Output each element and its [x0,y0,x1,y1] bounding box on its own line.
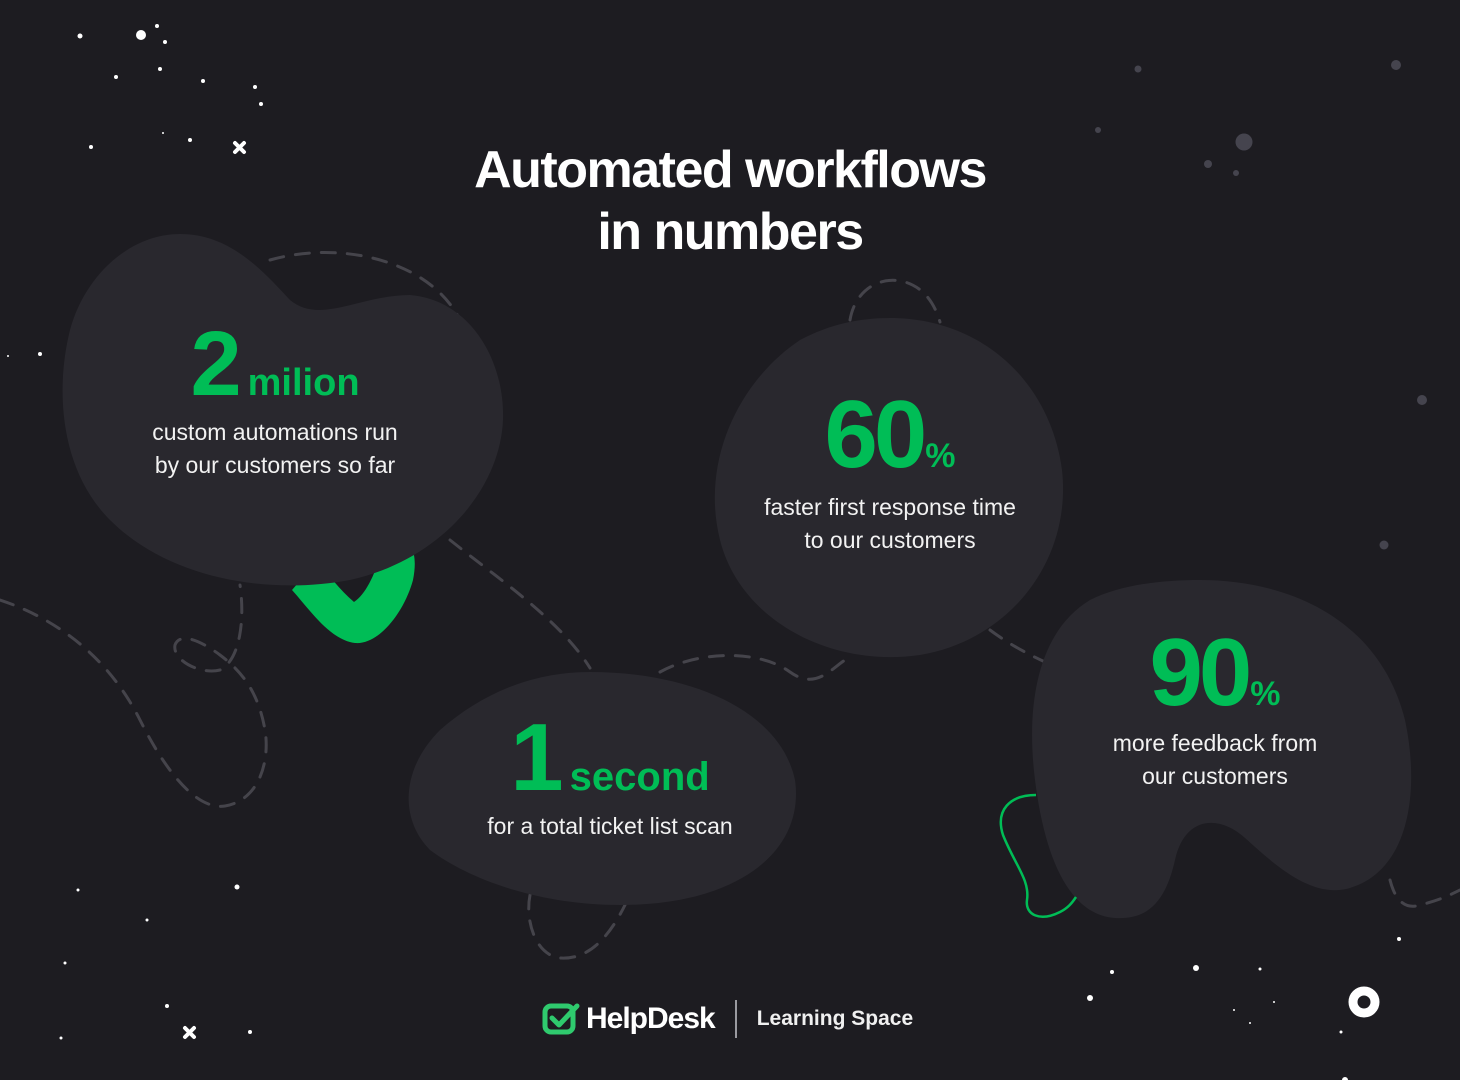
stat-description-line: our customers [1142,763,1288,789]
stat-description-line: for a total ticket list scan [487,813,733,839]
footer-branding: HelpDesk Learning Space [542,998,913,1040]
stat-description: custom automations run by our customers … [100,416,450,482]
blob-2 [714,318,1064,658]
page-title: Automated workflows in numbers [0,139,1460,263]
sub-brand-name: Learning Space [756,1007,914,1030]
stat-description: more feedback from our customers [1060,727,1370,793]
blob-4 [1032,580,1412,919]
cross-stars [183,141,246,1039]
blobs [62,234,1412,919]
stat-description-line: more feedback from [1112,730,1318,756]
blob-3 [408,672,797,905]
stat-value: 60% [730,385,1050,485]
stat-unit: milion [247,362,360,404]
stat-description-line: custom automations run [152,419,398,445]
stat-number: 90 [1149,619,1252,726]
stat-description-line: faster first response time [764,494,1016,520]
stat-feedback: 90% more feedback from our customers [1060,625,1370,793]
title-line-1: Automated workflows [474,140,987,199]
blob-1 [62,234,504,586]
stat-unit: % [925,437,956,475]
stat-number: 1 [510,704,563,811]
stat-unit: second [569,755,710,799]
stat-description-line: to our customers [804,527,976,553]
green-squiggle [999,793,1078,918]
check-square-icon [542,1003,580,1035]
stat-value: 90% [1060,625,1370,721]
muted-dots [1095,60,1427,550]
stars [7,24,1401,1080]
stat-response-time: 60% faster first response time to our cu… [730,385,1050,557]
stat-number: 60 [824,381,927,488]
brand-name: HelpDesk [586,1002,716,1035]
footer-divider [734,1000,737,1038]
title-line-2: in numbers [597,202,864,261]
dashed-paths [0,251,1460,960]
stat-number: 2 [190,313,241,415]
stat-description-line: by our customers so far [154,452,396,478]
stat-unit: % [1250,675,1281,713]
ring-decoration [1348,986,1380,1018]
stat-description: faster first response time to our custom… [730,491,1050,557]
stat-description: for a total ticket list scan [420,810,800,843]
